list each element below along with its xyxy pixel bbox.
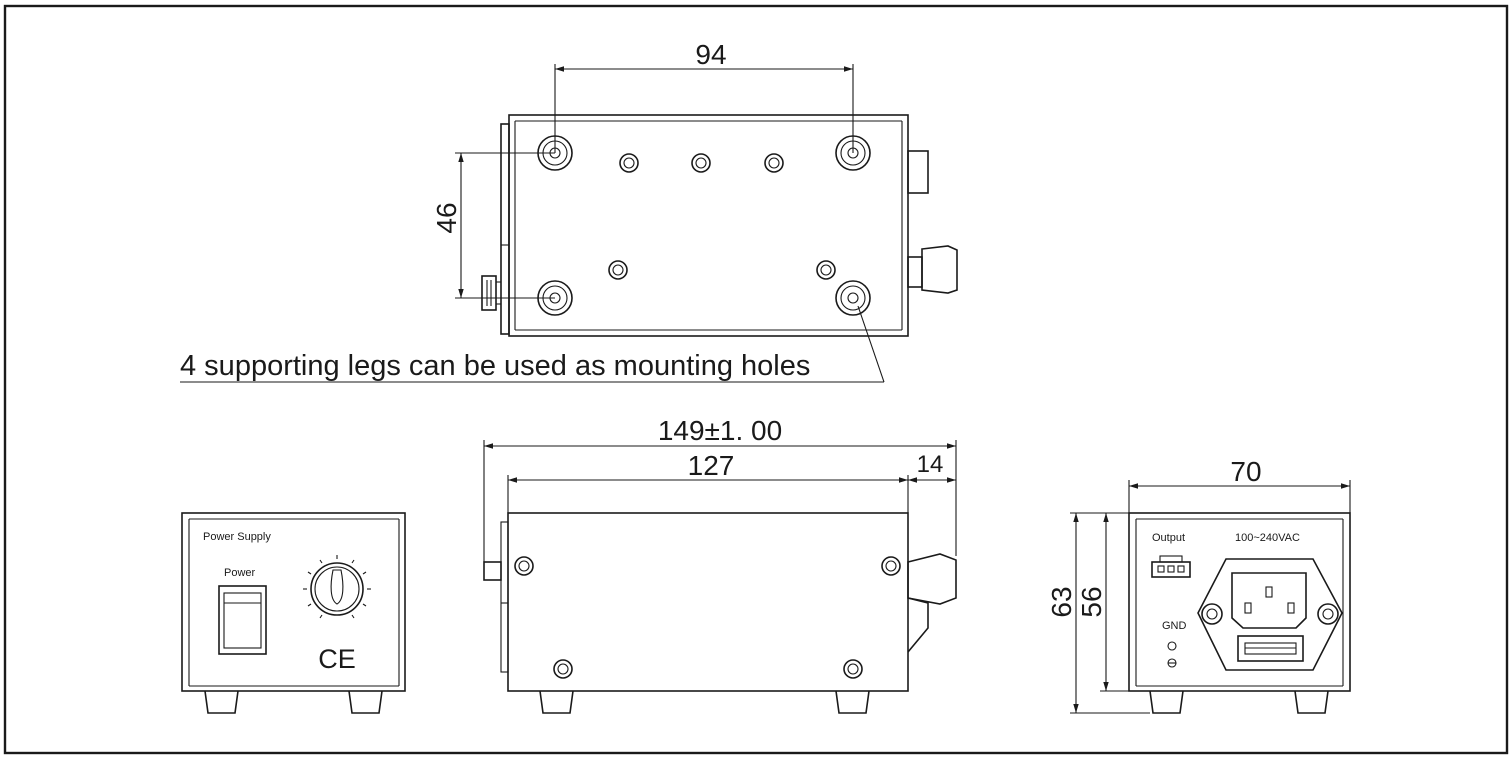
front-view-foot xyxy=(204,690,239,714)
dim-body-height: 56 xyxy=(1076,586,1107,617)
dim-width: 70 xyxy=(1230,456,1261,487)
annotation-leader xyxy=(857,305,885,383)
inlet-mount-screw xyxy=(1201,603,1223,625)
dim-overall-height: 63 xyxy=(1046,586,1077,617)
front-view-foot xyxy=(348,690,383,714)
top-view-knob xyxy=(921,245,958,294)
dim-top-height: 46 xyxy=(431,202,462,233)
top-view-screw xyxy=(619,153,639,173)
top-view-screw xyxy=(608,260,628,280)
dim-knob-depth: 14 xyxy=(917,451,944,478)
side-view: 149±1. 00 127 14 xyxy=(483,415,957,714)
dial-knob xyxy=(303,555,371,619)
side-view-screw xyxy=(553,659,573,679)
dim-top-width: 94 xyxy=(695,39,726,70)
front-view: Power Supply Power xyxy=(181,512,406,714)
side-view-switch xyxy=(907,597,929,653)
top-view-screw xyxy=(691,153,711,173)
rear-view: Output 100~240VAC GND xyxy=(1046,456,1351,714)
rear-view-body xyxy=(1128,512,1351,692)
drawing-frame xyxy=(3,4,1509,755)
top-view-body xyxy=(508,114,909,337)
top-view-screw xyxy=(816,260,836,280)
gnd-terminal-icon xyxy=(1167,641,1177,651)
rear-view-foot xyxy=(1294,690,1329,714)
top-view-switch xyxy=(907,150,929,194)
top-view-left-rail xyxy=(500,123,510,335)
top-view: 94 46 4 supporting legs can be used as m… xyxy=(180,39,958,383)
ce-mark: CE xyxy=(318,644,356,674)
front-panel-title: Power Supply xyxy=(203,531,271,543)
rear-view-foot xyxy=(1149,690,1184,714)
inlet-mount-screw xyxy=(1317,603,1339,625)
side-view-screw xyxy=(514,556,534,576)
top-view-screw xyxy=(764,153,784,173)
mounting-note: 4 supporting legs can be used as mountin… xyxy=(180,350,810,382)
gnd-label: GND xyxy=(1162,620,1187,632)
top-view-mounting-leg xyxy=(835,280,871,316)
ac-inlet xyxy=(1197,558,1343,671)
side-view-screw xyxy=(881,556,901,576)
side-view-knob xyxy=(907,553,957,605)
top-view-output-connector xyxy=(481,275,497,311)
side-view-body xyxy=(507,512,909,692)
side-view-foot xyxy=(835,690,870,714)
side-view-foot xyxy=(539,690,574,714)
dim-overall-length: 149±1. 00 xyxy=(658,415,782,446)
voltage-label: 100~240VAC xyxy=(1235,532,1300,544)
side-view-connector xyxy=(483,561,502,581)
side-view-screw xyxy=(843,659,863,679)
front-view-body xyxy=(181,512,406,692)
power-switch xyxy=(218,585,267,655)
output-connector xyxy=(1151,555,1191,578)
power-label: Power xyxy=(224,567,256,579)
dim-body-length: 127 xyxy=(688,450,735,481)
fuse-holder xyxy=(1237,635,1304,662)
output-label: Output xyxy=(1152,532,1185,544)
iec-socket xyxy=(1231,572,1307,629)
